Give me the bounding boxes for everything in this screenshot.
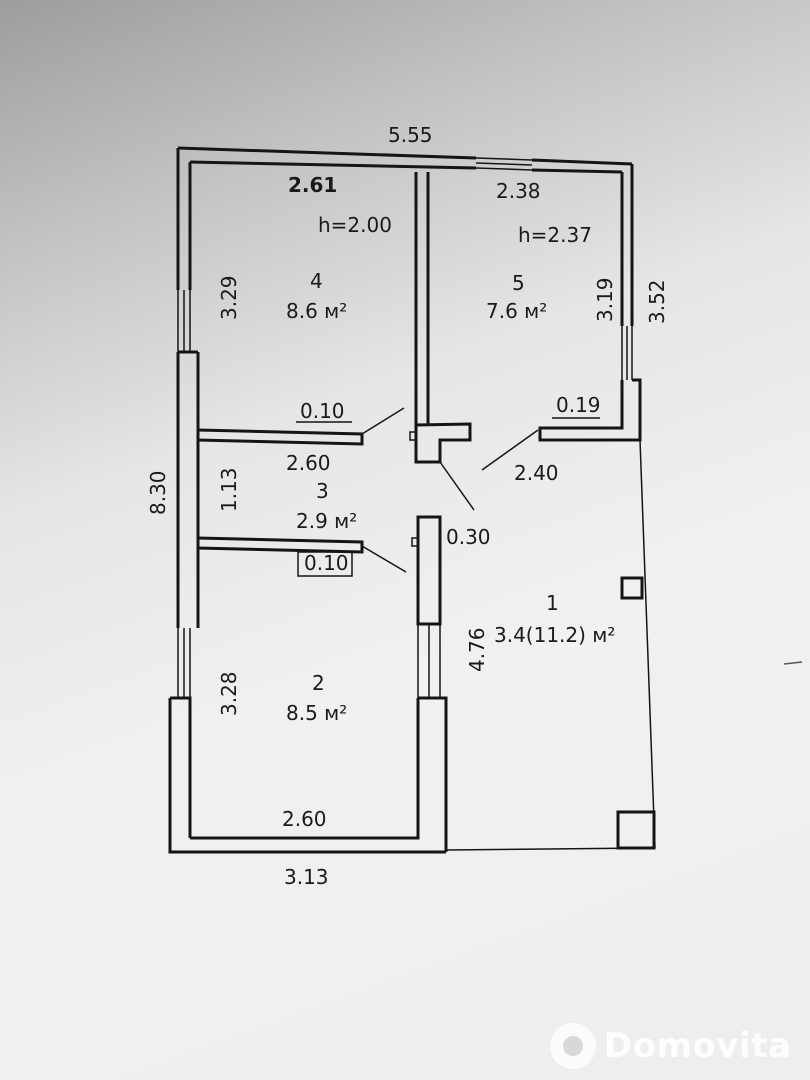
- room3-number: 3: [316, 479, 329, 503]
- room3-wall: 0.10: [304, 551, 349, 575]
- room2-area: 8.5 м²: [286, 701, 347, 725]
- walls: [168, 146, 656, 854]
- room3-area: 2.9 м²: [296, 509, 357, 533]
- room4-number: 4: [310, 269, 323, 293]
- room4-width: 2.61: [288, 173, 337, 197]
- room2-depth: 3.28: [217, 671, 241, 716]
- room2-width: 2.60: [282, 807, 327, 831]
- domovita-watermark: Domovita: [550, 1018, 800, 1074]
- room3-partition: 0.30: [446, 525, 491, 549]
- watermark-text: Domovita: [604, 1026, 792, 1066]
- room5-width: 2.38: [496, 179, 541, 203]
- dim-right-upper-length: 3.52: [645, 279, 669, 324]
- room5-wall: 0.19: [556, 393, 601, 417]
- room1-depth: 4.76: [465, 627, 489, 672]
- room2-number: 2: [312, 671, 325, 695]
- dim-bottom-width: 3.13: [284, 865, 329, 889]
- room5-height: h=2.37: [518, 223, 592, 247]
- room4-area: 8.6 м²: [286, 299, 347, 323]
- room3-width: 2.60: [286, 451, 331, 475]
- dim-left-length: 8.30: [146, 470, 170, 515]
- room4-height: h=2.00: [318, 213, 392, 237]
- room3-depth: 1.13: [217, 467, 241, 512]
- room5-number: 5: [512, 271, 525, 295]
- domovita-logo-icon: [550, 1023, 596, 1069]
- room1-number: 1: [546, 591, 559, 615]
- dim-top-width: 5.55: [388, 123, 433, 147]
- room1-area: 3.4(11.2) м²: [494, 623, 615, 647]
- room5-area: 7.6 м²: [486, 299, 547, 323]
- room5-depth: 3.19: [593, 277, 617, 322]
- room4-depth: 3.29: [217, 275, 241, 320]
- room5-lower-width: 2.40: [514, 461, 559, 485]
- room4-wall: 0.10: [300, 399, 345, 423]
